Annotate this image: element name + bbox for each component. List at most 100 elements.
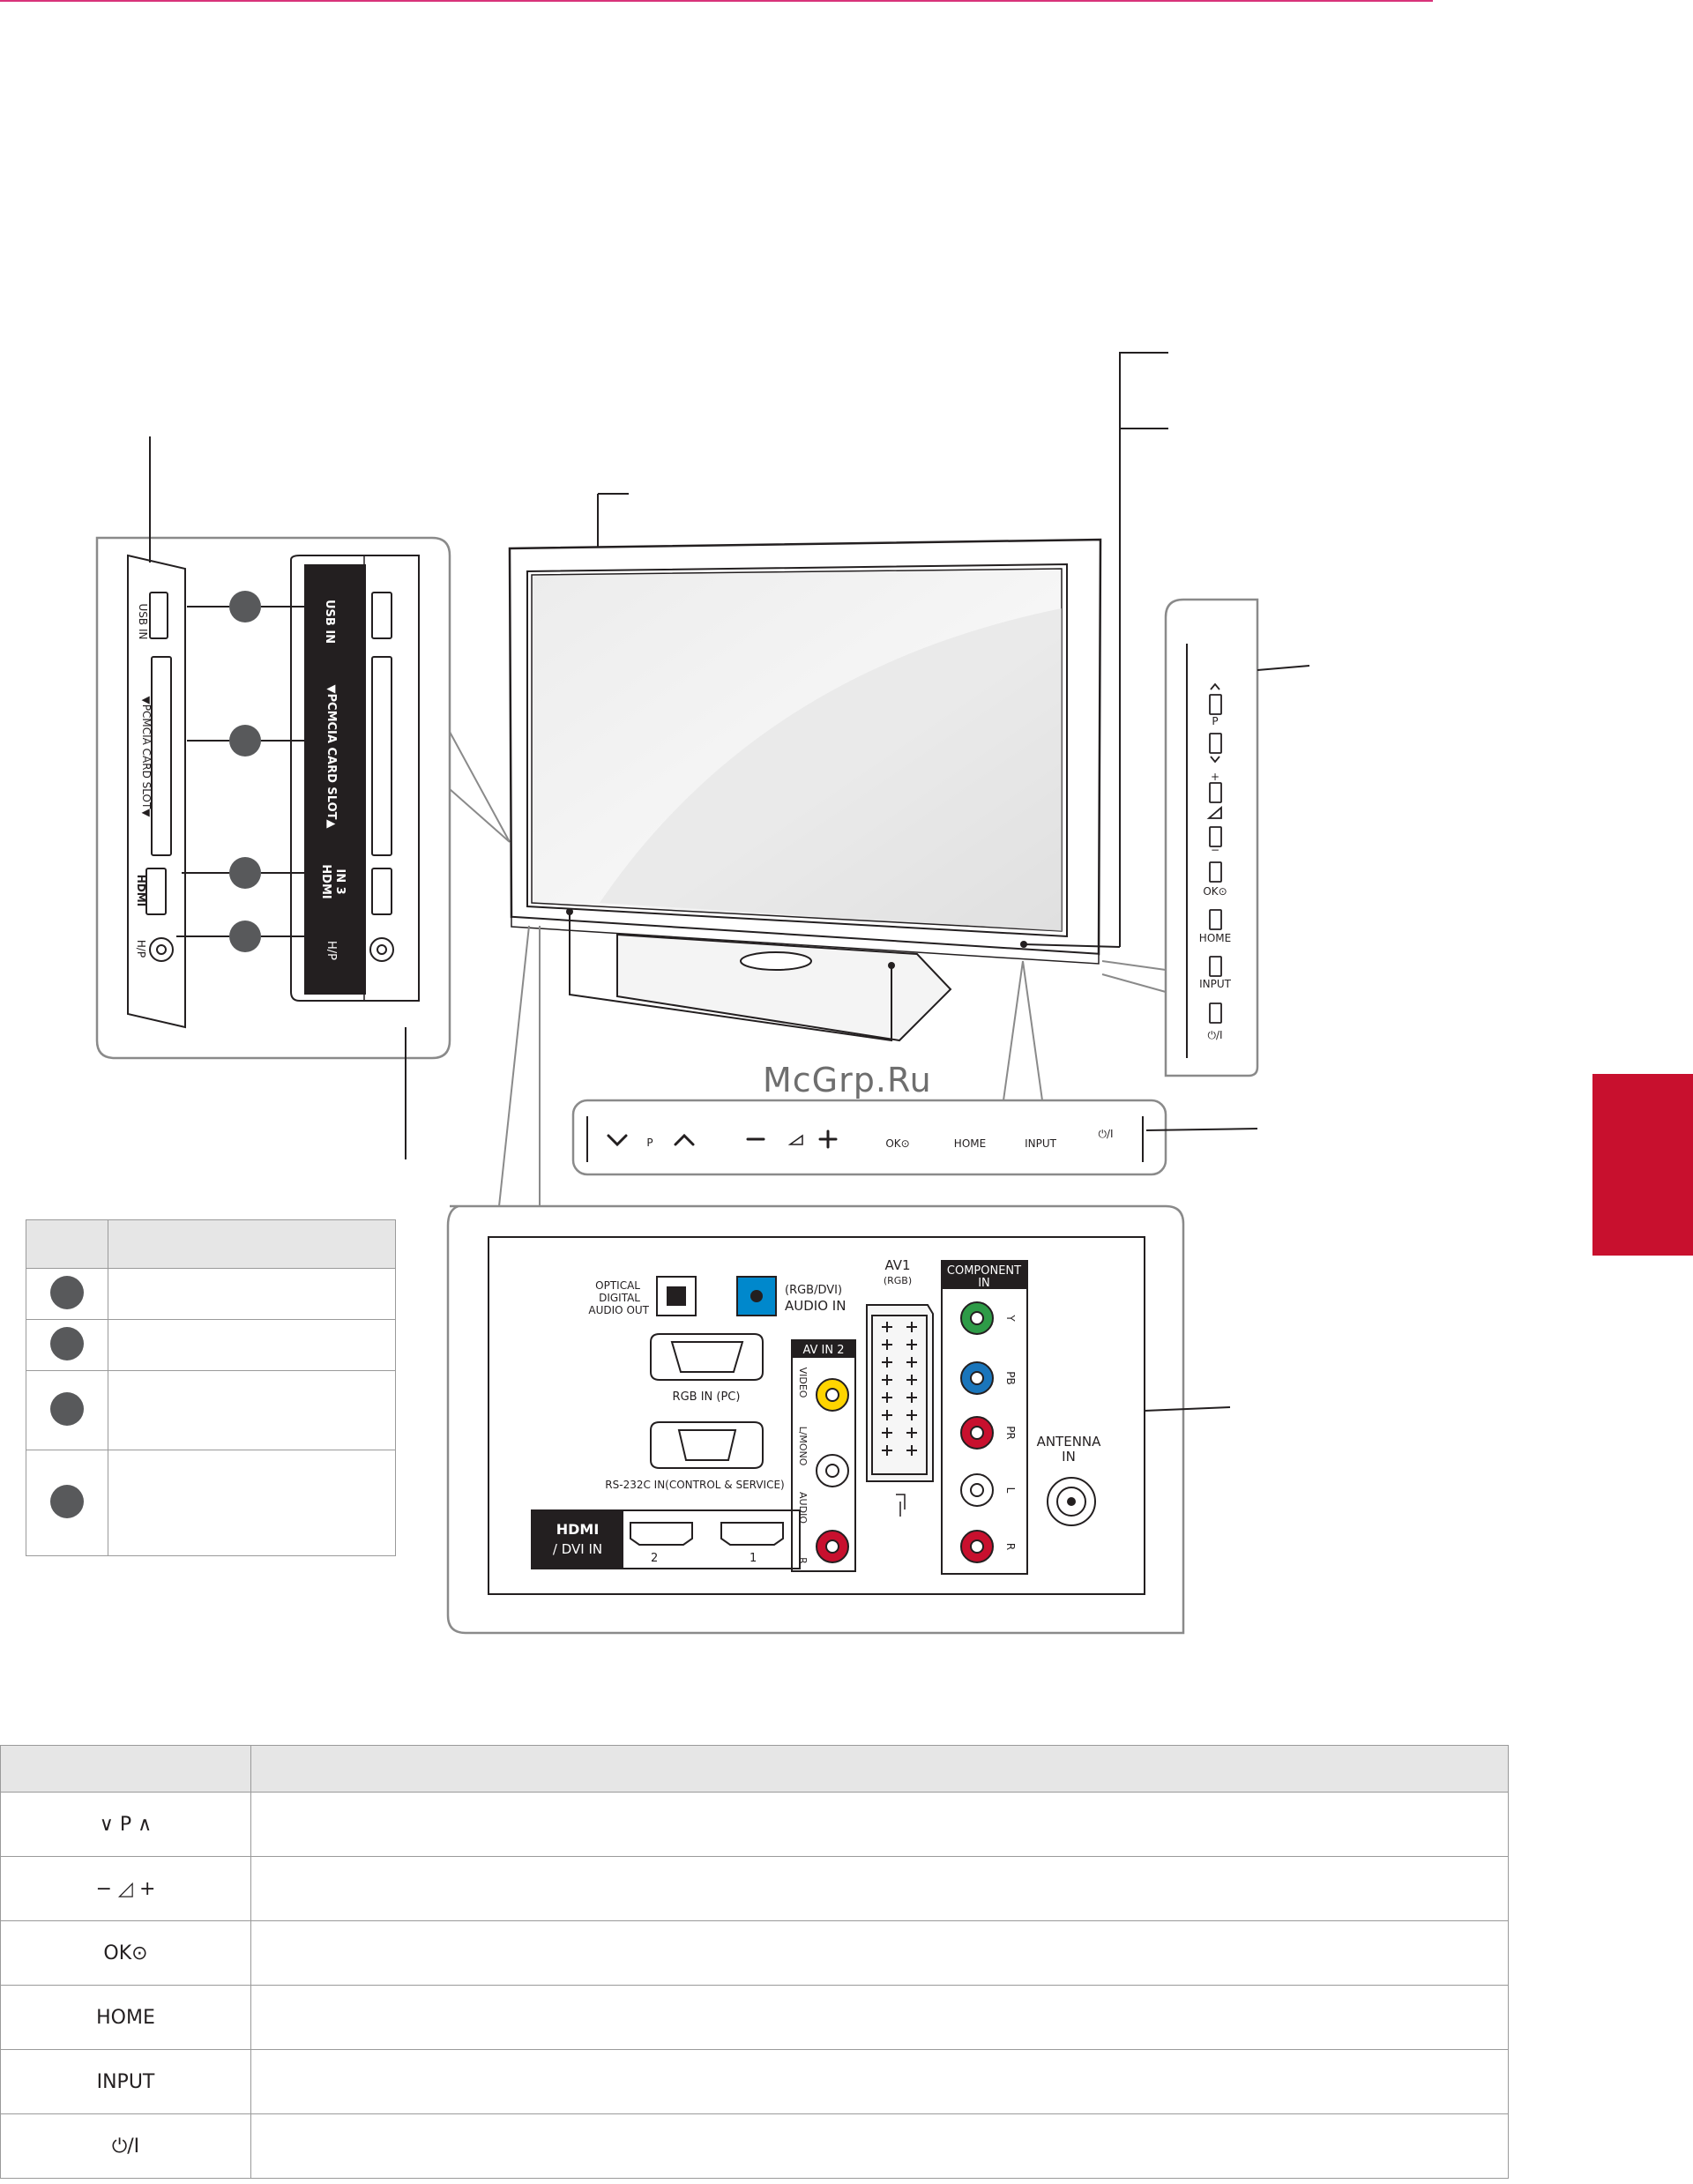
legend-row-4: [108, 1450, 396, 1556]
chapter-tab: [1592, 1074, 1693, 1256]
legend-row: [26, 1268, 396, 1320]
comp-pb: PB: [1004, 1371, 1017, 1384]
audio-in-label: AUDIO IN: [785, 1298, 846, 1314]
symbol-home: HOME: [96, 2006, 155, 2029]
legend-row: [26, 1370, 396, 1450]
side-button-strip: P + − OK⊙ HOME INPUT ⏻/I: [1164, 598, 1310, 1077]
marker-3: [229, 857, 261, 889]
legend-row: [26, 1319, 396, 1371]
comp-y: Y: [1004, 1314, 1017, 1322]
side-panel-callout: [95, 436, 511, 1159]
usb-in-label-2: USB IN: [323, 600, 336, 644]
side-panel-flat: [290, 555, 420, 1002]
bar-btn-power: ⏻/I: [1098, 1128, 1113, 1140]
front-button-bar: P OK⊙ HOME INPUT ⏻/I: [571, 1099, 1258, 1176]
side-panel-labels-left: USB IN ▼PCMCIA CARD SLOT▼ HDMI H/P: [135, 604, 153, 958]
legend-header-2: [108, 1219, 396, 1269]
tv-diagram: USB IN ▼PCMCIA CARD SLOT▼ HDMI H/P USB I…: [95, 352, 1310, 1635]
comp-r: R: [1004, 1543, 1017, 1550]
hp-label-2: H/P: [324, 941, 338, 960]
bar-btn-ok: OK⊙: [885, 1137, 909, 1150]
av1-label: AV1: [884, 1257, 910, 1273]
bar-btn-p: P: [646, 1137, 653, 1149]
rear-panel: OPTICAL DIGITAL AUDIO OUT (RGB/DVI) AUDI…: [446, 1204, 1231, 1635]
comp-l: L: [1004, 1487, 1017, 1494]
controls-table: ∨ P ∧ − ◿ + OK⊙ HOME INPUT ⏻/I: [0, 1745, 1509, 2179]
lmono-label: L/MONO: [797, 1427, 809, 1466]
bar-btn-home: HOME: [954, 1137, 986, 1150]
controls-header-row: [0, 1745, 1509, 1793]
hdmi-port-2: 2: [651, 1552, 658, 1565]
av-in2-label: AV IN 2: [802, 1344, 844, 1357]
legend-header-1: [26, 1219, 108, 1269]
controls-row: ⏻/I: [0, 2113, 1509, 2179]
symbol-ok: OK⊙: [103, 1942, 148, 1964]
hdmi-word-2: HDMI: [319, 864, 332, 898]
controls-row: HOME: [0, 1985, 1509, 2050]
symbol-input: INPUT: [96, 2070, 155, 2093]
av1-sub-label: (RGB): [884, 1275, 912, 1286]
rs232c-label: RS-232C IN(CONTROL & SERVICE): [605, 1479, 784, 1491]
audio-label: AUDIO: [797, 1492, 809, 1524]
hdmi-in3-label: HDMI: [135, 875, 147, 906]
side-btn-home: HOME: [1199, 932, 1231, 944]
marker-4: [229, 921, 261, 952]
side-btn-p: P: [1212, 715, 1218, 727]
optical-2: DIGITAL: [599, 1292, 640, 1304]
usb-in-label: USB IN: [137, 604, 149, 640]
video-label: VIDEO: [797, 1368, 809, 1398]
svg-text:+: +: [1211, 771, 1219, 783]
pcmcia-label-2: ▼PCMCIA CARD SLOT▲: [324, 685, 338, 829]
controls-desc: [250, 2113, 1509, 2179]
symbol-program: ∨ P ∧: [99, 1813, 153, 1836]
legend-marker-1: [50, 1275, 84, 1309]
controls-header-1: [0, 1745, 251, 1793]
antenna-in-label: IN: [1062, 1449, 1076, 1465]
marker-2: [229, 725, 261, 757]
symbol-volume: − ◿ +: [95, 1877, 156, 1900]
side-panel-angled: [127, 554, 186, 1029]
marker-1: [229, 591, 261, 622]
legend-header-row: [26, 1219, 396, 1269]
bar-btn-input: INPUT: [1025, 1137, 1057, 1150]
side-btn-input: INPUT: [1199, 978, 1232, 990]
svg-text:−: −: [1211, 844, 1219, 856]
side-btn-ok: OK⊙: [1203, 885, 1227, 898]
rear-hdmi-word: HDMI: [556, 1521, 600, 1538]
comp-pr: PR: [1004, 1426, 1017, 1440]
tv-body: [498, 352, 1168, 1207]
antenna-label: ANTENNA: [1037, 1434, 1102, 1450]
side-panel-markers: [176, 591, 309, 952]
legend-row: [26, 1450, 396, 1556]
pcmcia-label: ▼PCMCIA CARD SLOT▼: [140, 697, 153, 818]
controls-desc: [250, 1792, 1509, 1857]
symbol-power: ⏻/I: [111, 2135, 140, 2158]
component-label: COMPONENT: [947, 1264, 1021, 1278]
rgb-in-pc-label: RGB IN (PC): [673, 1390, 741, 1404]
controls-row: − ◿ +: [0, 1856, 1509, 1921]
legend-row-1: [108, 1268, 396, 1320]
side-panel-labels-right: USB IN ▼PCMCIA CARD SLOT▲ HDMI IN 3 H/P: [319, 600, 347, 960]
optical-1: OPTICAL: [595, 1279, 640, 1292]
rgbdvi-label: (RGB/DVI): [785, 1284, 842, 1297]
hp-label: H/P: [135, 940, 147, 958]
controls-row: INPUT: [0, 2049, 1509, 2114]
controls-row: OK⊙: [0, 1920, 1509, 1986]
legend-table: [26, 1219, 396, 1556]
legend-marker-3: [50, 1391, 84, 1426]
legend-marker-4: [50, 1484, 84, 1518]
controls-row: ∨ P ∧: [0, 1792, 1509, 1857]
legend-row-2: [108, 1319, 396, 1371]
side-btn-power: ⏻/I: [1207, 1029, 1222, 1041]
optical-3: AUDIO OUT: [588, 1304, 649, 1316]
header-rule: [0, 0, 1433, 2]
hdmi-in3-label-2: IN 3: [333, 868, 347, 894]
controls-desc: [250, 1985, 1509, 2050]
dvi-in-label: / DVI IN: [553, 1541, 602, 1557]
component-in-label: IN: [978, 1277, 990, 1290]
legend-marker-2: [50, 1326, 84, 1360]
controls-desc: [250, 2049, 1509, 2114]
r-label: R: [797, 1557, 809, 1564]
watermark: McGrp.Ru: [763, 1061, 932, 1099]
controls-header-2: [250, 1745, 1509, 1793]
